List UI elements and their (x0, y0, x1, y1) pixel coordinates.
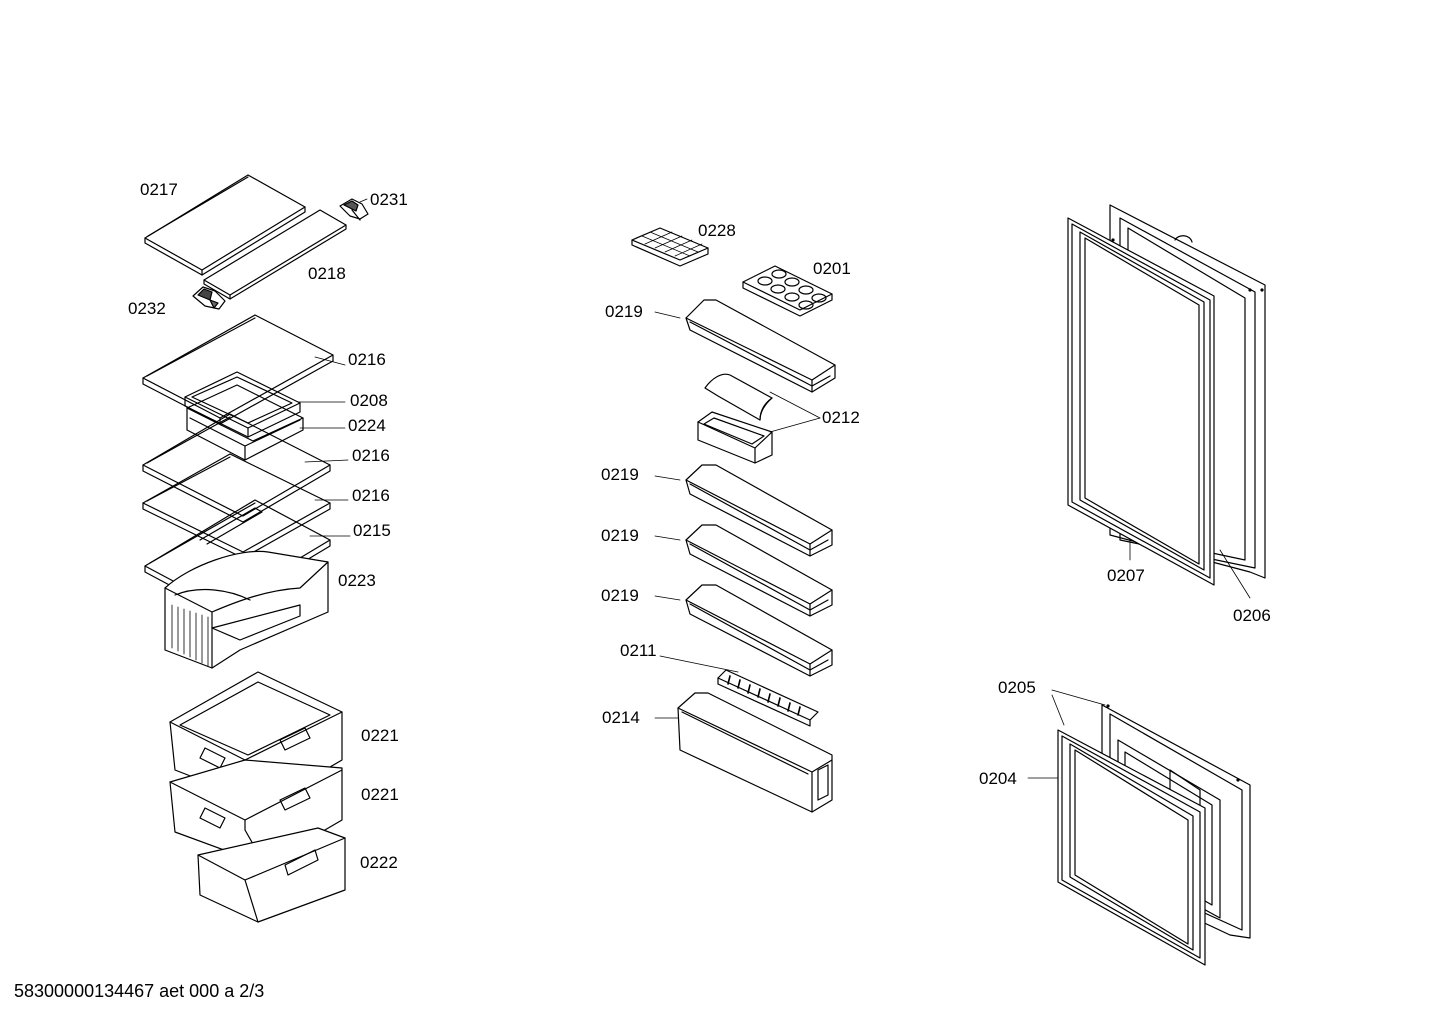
label-0219-b: 0219 (601, 465, 639, 484)
part-0216-shelf-middle (143, 414, 330, 522)
part-0219-door-shelf-b (686, 465, 832, 556)
label-0208: 0208 (350, 391, 388, 410)
label-0206: 0206 (1233, 606, 1271, 625)
label-0219-a: 0219 (605, 302, 643, 321)
label-0204: 0204 (979, 769, 1017, 788)
label-0214: 0214 (602, 708, 640, 727)
part-0216-shelf-top (143, 315, 333, 424)
part-0217-shelf (145, 175, 305, 275)
label-0211: 0211 (620, 641, 657, 660)
label-0228: 0228 (698, 221, 736, 240)
label-0221-middle: 0221 (361, 785, 399, 804)
label-0223: 0223 (338, 571, 376, 590)
label-0224: 0224 (348, 416, 386, 435)
label-0218: 0218 (308, 264, 346, 283)
label-0207: 0207 (1107, 566, 1145, 585)
part-0228-ice-tray (632, 228, 708, 266)
part-0201-egg-tray (743, 266, 832, 316)
part-0232-bracket (193, 287, 225, 309)
label-0232: 0232 (128, 299, 166, 318)
label-0222: 0222 (360, 853, 398, 872)
label-0231: 0231 (370, 190, 408, 209)
part-0214-bottle-shelf (678, 693, 832, 812)
label-0219-c: 0219 (601, 526, 639, 545)
part-0204-freezer-seal (1058, 730, 1205, 965)
label-0212: 0212 (822, 408, 860, 427)
label-0201: 0201 (813, 259, 851, 278)
label-0217: 0217 (140, 180, 178, 199)
part-0212-butter-compartment (698, 374, 772, 463)
label-0205: 0205 (998, 678, 1036, 697)
label-0219-d: 0219 (601, 586, 639, 605)
part-0219-door-shelf-d (686, 585, 832, 676)
part-0219-door-shelf-a (686, 300, 835, 392)
part-0231-bracket (340, 199, 368, 220)
label-0215: 0215 (353, 521, 391, 540)
part-0219-door-shelf-c (686, 525, 832, 616)
part-0207-door-seal (1068, 218, 1214, 585)
leader-lines-middle (655, 312, 820, 718)
label-0221-top: 0221 (361, 726, 399, 745)
label-0216-top: 0216 (348, 350, 386, 369)
drawing-reference: 58300000134467 aet 000 a 2/3 (14, 981, 265, 1001)
part-0222-drawer (198, 828, 345, 922)
part-0211-bottle-rack (718, 670, 818, 726)
label-0216-middle: 0216 (352, 446, 390, 465)
label-0216-lower: 0216 (352, 486, 390, 505)
part-0218-shelf (204, 210, 346, 299)
part-0223-drawer (165, 551, 328, 668)
leader-lines-right (1028, 540, 1250, 778)
part-0216-shelf-lower (143, 454, 330, 558)
leader-lines-left (298, 357, 350, 536)
